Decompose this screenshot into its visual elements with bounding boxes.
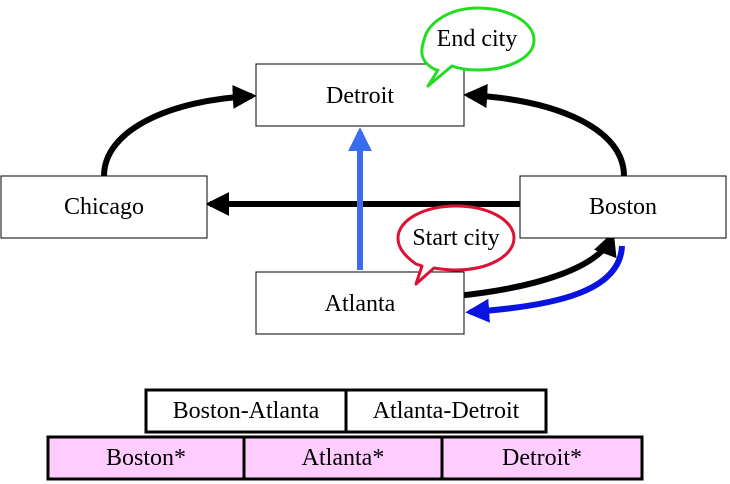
edge-atlanta-to-boston — [455, 231, 617, 299]
route-cell-2 — [344, 388, 548, 434]
start-city-label: Start city — [412, 225, 499, 251]
route-row: Boston-Atlanta Atlanta-Detroit — [144, 388, 548, 434]
visit-row: Boston* Atlanta* Detroit* — [46, 435, 644, 481]
visit-cell-1-label: Boston* — [106, 445, 186, 471]
city-label-detroit: Detroit — [326, 83, 394, 109]
route-cell-1-label: Boston-Atlanta — [173, 398, 320, 424]
route-cell-2-label: Atlanta-Detroit — [373, 398, 520, 424]
edge-chicago-to-detroit — [101, 84, 257, 177]
edge-boston-to-atlanta — [465, 245, 625, 323]
city-label-chicago: Chicago — [64, 194, 144, 220]
visit-cell-2-label: Atlanta* — [302, 445, 385, 471]
city-label-boston: Boston — [589, 194, 657, 220]
city-node-boston: Boston — [519, 175, 727, 239]
visit-cell-3-label: Detroit* — [502, 445, 582, 471]
start-city-callout: Start city — [396, 204, 516, 286]
city-node-detroit: Detroit — [255, 63, 465, 127]
visit-cell-1 — [46, 435, 246, 481]
city-node-atlanta: Atlanta — [255, 271, 465, 335]
end-city-label: End city — [437, 26, 518, 52]
end-city-callout: End city — [420, 6, 536, 88]
city-label-atlanta: Atlanta — [325, 291, 396, 317]
edge-boston-to-detroit — [463, 84, 627, 177]
city-node-chicago: Chicago — [0, 175, 208, 239]
visit-cell-3 — [440, 435, 644, 481]
